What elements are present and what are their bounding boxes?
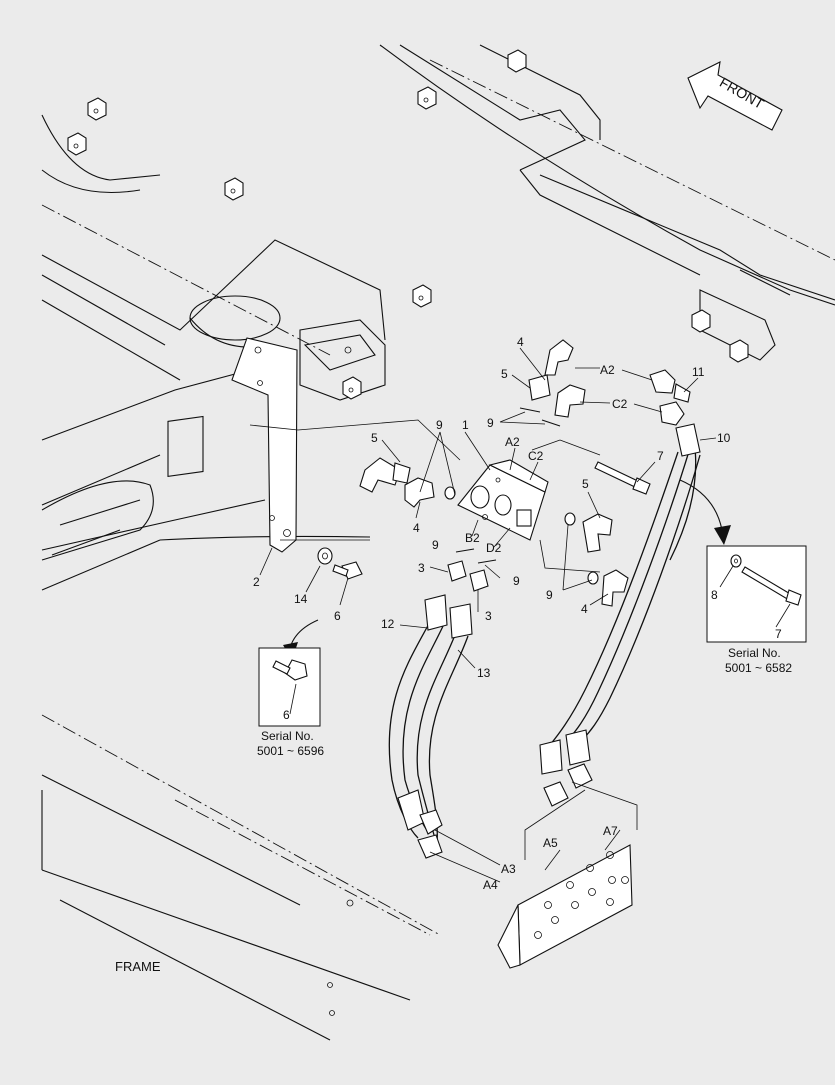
washer <box>317 547 333 565</box>
callout-10: 10 <box>717 431 731 445</box>
callout-2: 2 <box>253 575 260 589</box>
callout-1: 1 <box>462 418 469 432</box>
front-direction-arrow: FRONT <box>687 61 783 131</box>
callout-3-left: 3 <box>418 561 425 575</box>
callout-a2-block: A2 <box>505 435 520 449</box>
hose-bundle-left <box>388 594 473 859</box>
cube-nut <box>507 49 527 73</box>
inset-right-caption-2: 5001 ~ 6582 <box>725 661 792 675</box>
callout-a3: A3 <box>501 862 516 876</box>
callout-9-mid: 9 <box>432 538 439 552</box>
section-label: FRAME <box>115 959 161 974</box>
callout-5-left: 5 <box>371 431 378 445</box>
cube-nut <box>87 97 107 121</box>
cube-nut <box>729 339 749 363</box>
inset-right: 8 7 Serial No. 5001 ~ 6582 <box>706 545 807 675</box>
callout-c2-block: C2 <box>528 449 544 463</box>
callout-11: 11 <box>692 365 705 379</box>
callout-a5: A5 <box>543 836 558 850</box>
callout-a4: A4 <box>483 878 498 892</box>
bolt <box>332 561 363 580</box>
callout-9-lower: 9 <box>546 588 553 602</box>
callout-5-right: 5 <box>582 477 589 491</box>
elbow-fitting-right <box>564 512 629 607</box>
valve-block <box>457 459 549 541</box>
callout-4-top: 4 <box>517 335 524 349</box>
callout-7: 7 <box>657 449 664 463</box>
callout-3-right: 3 <box>485 609 492 623</box>
callout-13: 13 <box>477 666 491 680</box>
cube-nut <box>224 177 244 201</box>
callout-c2-top: C2 <box>612 397 628 411</box>
mounting-bracket <box>231 337 298 553</box>
adapter-fittings <box>447 560 489 592</box>
cube-nut <box>67 132 87 156</box>
elbow-fitting-top <box>528 339 574 401</box>
callout-b2: B2 <box>465 531 480 545</box>
callout-a2-top: A2 <box>600 363 615 377</box>
inset-left-caption-2: 5001 ~ 6596 <box>257 744 324 758</box>
callout-labels: 4 5 A2 C2 11 9 10 5 9 1 A2 C2 7 5 4 B2 9… <box>115 335 731 974</box>
elbow-fitting-left-2 <box>404 477 456 508</box>
o-ring-marks <box>455 407 561 564</box>
inset-left-part-number: 6 <box>283 708 290 722</box>
callout-9-left: 9 <box>436 418 443 432</box>
inset-left-caption-1: Serial No. <box>261 729 314 743</box>
inset-right-washer-number: 8 <box>711 588 718 602</box>
cube-nut <box>691 309 711 333</box>
cube-nut <box>417 86 437 110</box>
cube-nut <box>342 376 362 400</box>
port-plate <box>497 844 633 969</box>
inset-left: 6 Serial No. 5001 ~ 6596 <box>257 647 324 758</box>
upper-right-fittings <box>649 369 691 426</box>
callout-14: 14 <box>294 592 308 606</box>
inset-right-caption-1: Serial No. <box>728 646 781 660</box>
callout-4-right: 4 <box>581 602 588 616</box>
elbow-fitting-top-2 <box>554 384 586 418</box>
inset-right-bolt-number: 7 <box>775 627 782 641</box>
hose-bundle-right <box>539 423 701 807</box>
callout-9-right: 9 <box>513 574 520 588</box>
leader-lines <box>249 347 717 883</box>
callout-5-top: 5 <box>501 367 508 381</box>
long-bolt <box>594 461 651 495</box>
callout-4-left: 4 <box>413 521 420 535</box>
callout-9-top: 9 <box>487 416 494 430</box>
elbow-fitting-left <box>359 457 411 493</box>
callout-a7: A7 <box>603 824 618 838</box>
callout-12: 12 <box>381 617 395 631</box>
cube-nut <box>412 284 432 308</box>
callout-6: 6 <box>334 609 341 623</box>
callout-d2: D2 <box>486 541 502 555</box>
